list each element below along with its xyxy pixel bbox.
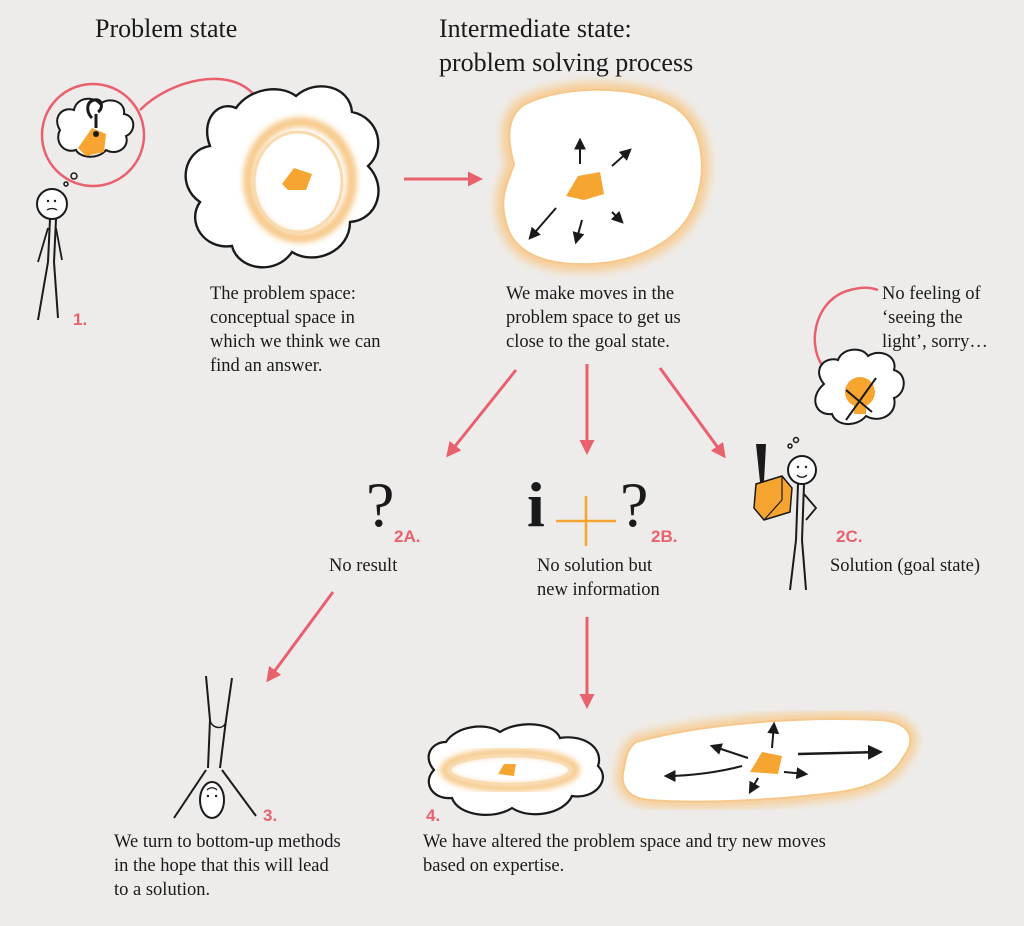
caption-line: ‘seeing the [882,308,963,328]
expanded-problem-blob [616,713,917,808]
caption-line: We turn to bottom-up methods [114,832,341,852]
intermediate-state-heading-line2: problem solving process [439,48,694,77]
plus-icon [556,496,616,546]
bottom-up-caption: We turn to bottom-up methods in the hope… [114,830,341,902]
thinking-figure [36,77,256,321]
step-3-number: 3. [263,806,278,825]
solution-caption: Solution (goal state) [830,556,981,576]
figure-holding-box [753,436,818,591]
upside-down-figure [173,675,257,819]
caption-line: The problem space: [210,284,356,304]
caption-line: new information [537,580,660,600]
flow-arrows [266,171,726,709]
altered-space-caption: We have altered the problem space and tr… [423,830,826,878]
caption-line: in the hope that this will lead [114,856,329,876]
no-lightbulb-thought [813,286,905,425]
step-2a-number: 2A. [394,527,421,546]
arrow-to-3 [266,591,335,683]
caption-line: problem space to get us [506,308,681,328]
no-feeling-caption: No feeling of ‘seeing the light’, sorry… [882,282,988,354]
intermediate-space-blob [496,82,709,272]
caption-line: find an answer. [210,356,323,376]
moves-caption: We make moves in the problem space to ge… [506,282,681,354]
new-information-caption: No solution but new information [537,554,660,602]
no-result-caption: No result [329,556,398,576]
step-2c-number: 2C. [836,527,863,546]
question-mark-glyph: ? [620,469,649,540]
problem-space-caption: The problem space: conceptual space in w… [210,282,381,378]
arrow-to-2a [446,369,518,458]
intermediate-state-heading-line1: Intermediate state: [439,14,632,43]
caption-line: light’, sorry… [882,332,988,352]
altered-problem-cloud [427,723,604,816]
caption-line: to a solution. [114,880,211,900]
step-1-number: 1. [73,310,88,329]
arrow-to-2c [658,367,726,459]
problem-space-cloud [184,85,380,269]
caption-line: which we think we can [210,332,381,352]
caption-line: conceptual space in [210,308,355,328]
step-4-number: 4. [426,806,441,825]
caption-line: based on expertise. [423,856,565,876]
problem-state-heading: Problem state [95,14,238,43]
info-glyph: i [527,469,545,540]
step-2b-number: 2B. [651,527,678,546]
caption-line: No solution but [537,556,653,576]
caption-line: close to the goal state. [506,332,670,352]
caption-line: We make moves in the [506,284,675,304]
question-mark-glyph: ? [366,469,395,540]
caption-line: No feeling of [882,284,981,304]
caption-line: We have altered the problem space and tr… [423,832,826,852]
